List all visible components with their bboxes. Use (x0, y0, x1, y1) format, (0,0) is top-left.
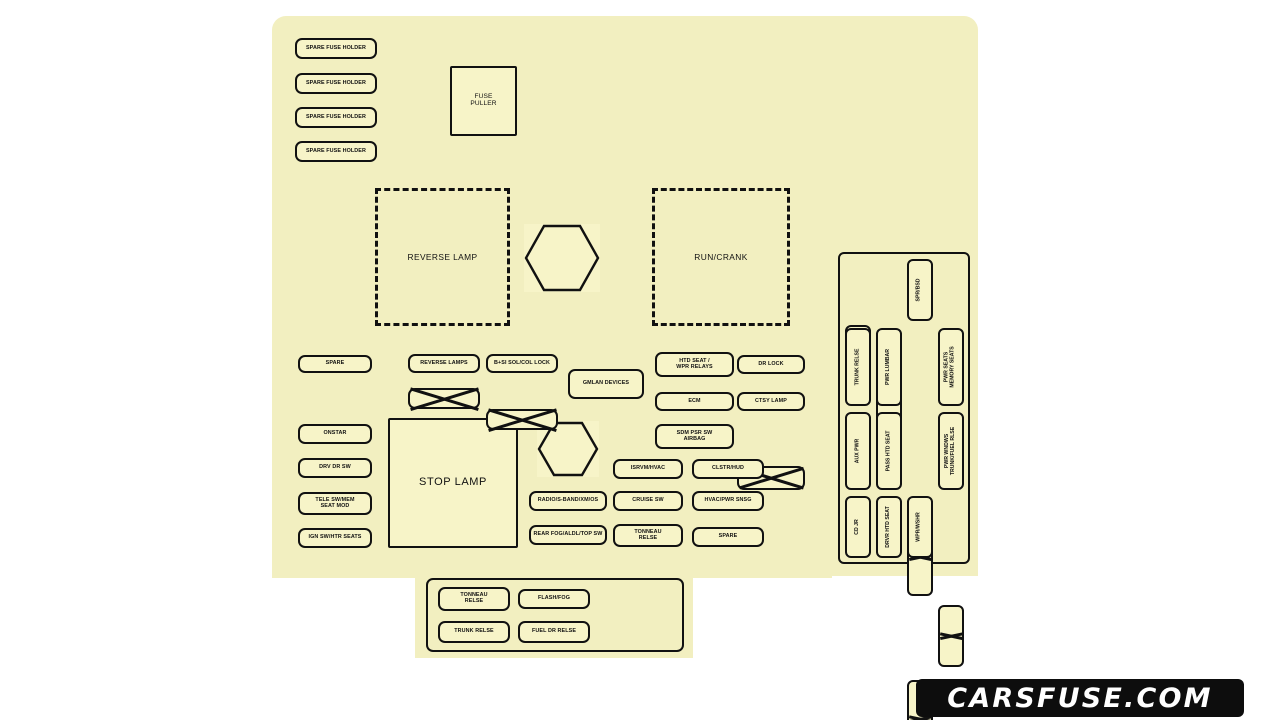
fuse-dr-lock[interactable]: DR LOCK (737, 355, 805, 374)
relay-region-run-crank-label: RUN/CRANK (694, 252, 748, 262)
fuse-htd-seat-wpr-relays[interactable]: HTD SEAT / WPR RELAYS (655, 352, 734, 377)
wing-c4-slot-1-empty[interactable] (938, 605, 964, 667)
wing-c1-fuse-trunk-relse[interactable]: TRUNK RELSE (845, 328, 871, 406)
fuse-puller[interactable]: FUSE PULLER (450, 66, 517, 136)
fuse-ign-sw-htr-seats[interactable]: IGN SW/HTR SEATS (298, 528, 372, 548)
fuse-tonneau-relse-upper[interactable]: TONNEAU RELSE (613, 524, 683, 547)
wing-c2-fuse-pass-htd-seat[interactable]: PASS HTD SEAT (876, 412, 902, 490)
fuse-cruise-sw[interactable]: CRUISE SW (613, 491, 683, 511)
wing-c4-label-2-line2: TRUNK/FUEL RLSE (950, 426, 957, 476)
strip-tonneau-line1: TONNEAU (460, 592, 488, 599)
fuse-htd-seat-line1: HTD SEAT / (679, 357, 710, 364)
fuse-clstr-hud[interactable]: CLSTR/HUD (692, 459, 764, 479)
fuse-tonneau-upper-line2: RELSE (638, 534, 658, 541)
fuse-htd-seat-line2: WPR RELAYS (676, 363, 713, 370)
fuse-tele-line1: TELE SW/MEM (315, 496, 355, 503)
wing-c1-label-2: AUX PWR (854, 438, 861, 464)
spare-fuse-holder-4[interactable]: SPARE FUSE HOLDER (295, 141, 377, 162)
hexagon-relay-upper[interactable] (524, 224, 600, 292)
wing-c2-label-2: PASS HTD SEAT (885, 430, 892, 472)
wing-c1-fuse-cd-jr[interactable]: CD JR (845, 496, 871, 558)
fuse-tele-line2: SEAT MOD (320, 502, 350, 509)
fuse-hvac-pwr-snsg[interactable]: HVAC/PWR SNSG (692, 491, 764, 511)
fuse-b-si-sol-col-lock[interactable]: B+SI SOL/COL LOCK (486, 354, 558, 373)
wing-c2-label-1: PWR LUMBAR (885, 348, 892, 386)
fuse-sdm-psr-sw-airbag[interactable]: SDM PSR SW AIRBAG (655, 424, 734, 449)
fuse-rear-fog-aldl-top-sw[interactable]: REAR FOG/ALDL/TOP SW (529, 525, 607, 545)
fuse-puller-line2: PULLER (470, 100, 497, 107)
fuse-radio-sband-xm-os[interactable]: RADIO/S-BAND/XM/OS (529, 491, 607, 511)
fuse-spare-left[interactable]: SPARE (298, 355, 372, 373)
fuse-tele-sw-mem-seat-mod[interactable]: TELE SW/MEM SEAT MOD (298, 492, 372, 515)
fuse-gmlan-devices[interactable]: GMLAN DEVICES (568, 369, 644, 399)
wing-c1-label-3: CD JR (854, 519, 861, 535)
wing-c4-label-1-line2: MEMORY SEATS (950, 346, 957, 388)
spare-fuse-holder-1[interactable]: SPARE FUSE HOLDER (295, 38, 377, 59)
fuse-spare-right[interactable]: SPARE (692, 527, 764, 547)
wing-c2-fuse-pwr-lumbar[interactable]: PWR LUMBAR (876, 328, 902, 406)
spare-fuse-holder-3[interactable]: SPARE FUSE HOLDER (295, 107, 377, 128)
strip-fuse-flash-fog[interactable]: FLASH/FOG (518, 589, 590, 609)
hexagon-relay-lower[interactable] (537, 421, 599, 477)
strip-fuse-tonneau-relse[interactable]: TONNEAU RELSE (438, 587, 510, 611)
fuse-reverse-lamps[interactable]: REVERSE LAMPS (408, 354, 480, 373)
relay-stop-lamp[interactable]: STOP LAMP (388, 418, 518, 548)
fuse-onstar[interactable]: ONSTAR (298, 424, 372, 444)
fuse-empty-center-2[interactable] (486, 409, 558, 430)
fuse-puller-line1: FUSE (474, 93, 493, 101)
strip-tonneau-line2: RELSE (464, 598, 484, 604)
fuse-sdm-line1: SDM PSR SW (676, 429, 713, 436)
strip-fuse-trunk-relse[interactable]: TRUNK RELSE (438, 621, 510, 643)
wing-c3-label-0: SPR/BSD (916, 278, 923, 302)
relay-region-reverse-lamp-label: REVERSE LAMP (407, 252, 478, 262)
carsfuse-watermark: CARSFUSE.COM (916, 679, 1244, 717)
wing-c3-label-3: WPR/WSHR (916, 512, 923, 542)
wing-c2-fuse-drvr-htd-seat[interactable]: DRVR HTD SEAT (876, 496, 902, 558)
fuse-isrvm-hvac[interactable]: ISRVM/HVAC (613, 459, 683, 479)
fuse-ctsy-lamp[interactable]: CTSY LAMP (737, 392, 805, 411)
fuse-sdm-line2: AIRBAG (683, 435, 706, 442)
wing-c2-label-3: DRVR HTD SEAT (885, 506, 892, 548)
wing-c1-label-1: TRUNK RELSE (854, 348, 861, 386)
wing-c3-fuse-spr-bsd[interactable]: SPR/BSD (907, 259, 933, 321)
spare-fuse-holder-2[interactable]: SPARE FUSE HOLDER (295, 73, 377, 94)
fuse-drv-dr-sw[interactable]: DRV DR SW (298, 458, 372, 478)
fuse-tonneau-upper-line1: TONNEAU (634, 528, 662, 535)
relay-region-run-crank[interactable]: RUN/CRANK (652, 188, 790, 326)
relay-region-reverse-lamp[interactable]: REVERSE LAMP (375, 188, 510, 326)
wing-c1-fuse-aux-pwr[interactable]: AUX PWR (845, 412, 871, 490)
fuse-ecm[interactable]: ECM (655, 392, 734, 411)
fuse-empty-center-1[interactable] (408, 388, 480, 409)
wing-c4-label-2-line1: PWR WNDWS (944, 433, 951, 469)
strip-fuse-fuel-dr-relse[interactable]: FUEL DR RELSE (518, 621, 590, 643)
wing-c3-fuse-wpr-wshr[interactable]: WPR/WSHR (907, 496, 933, 558)
